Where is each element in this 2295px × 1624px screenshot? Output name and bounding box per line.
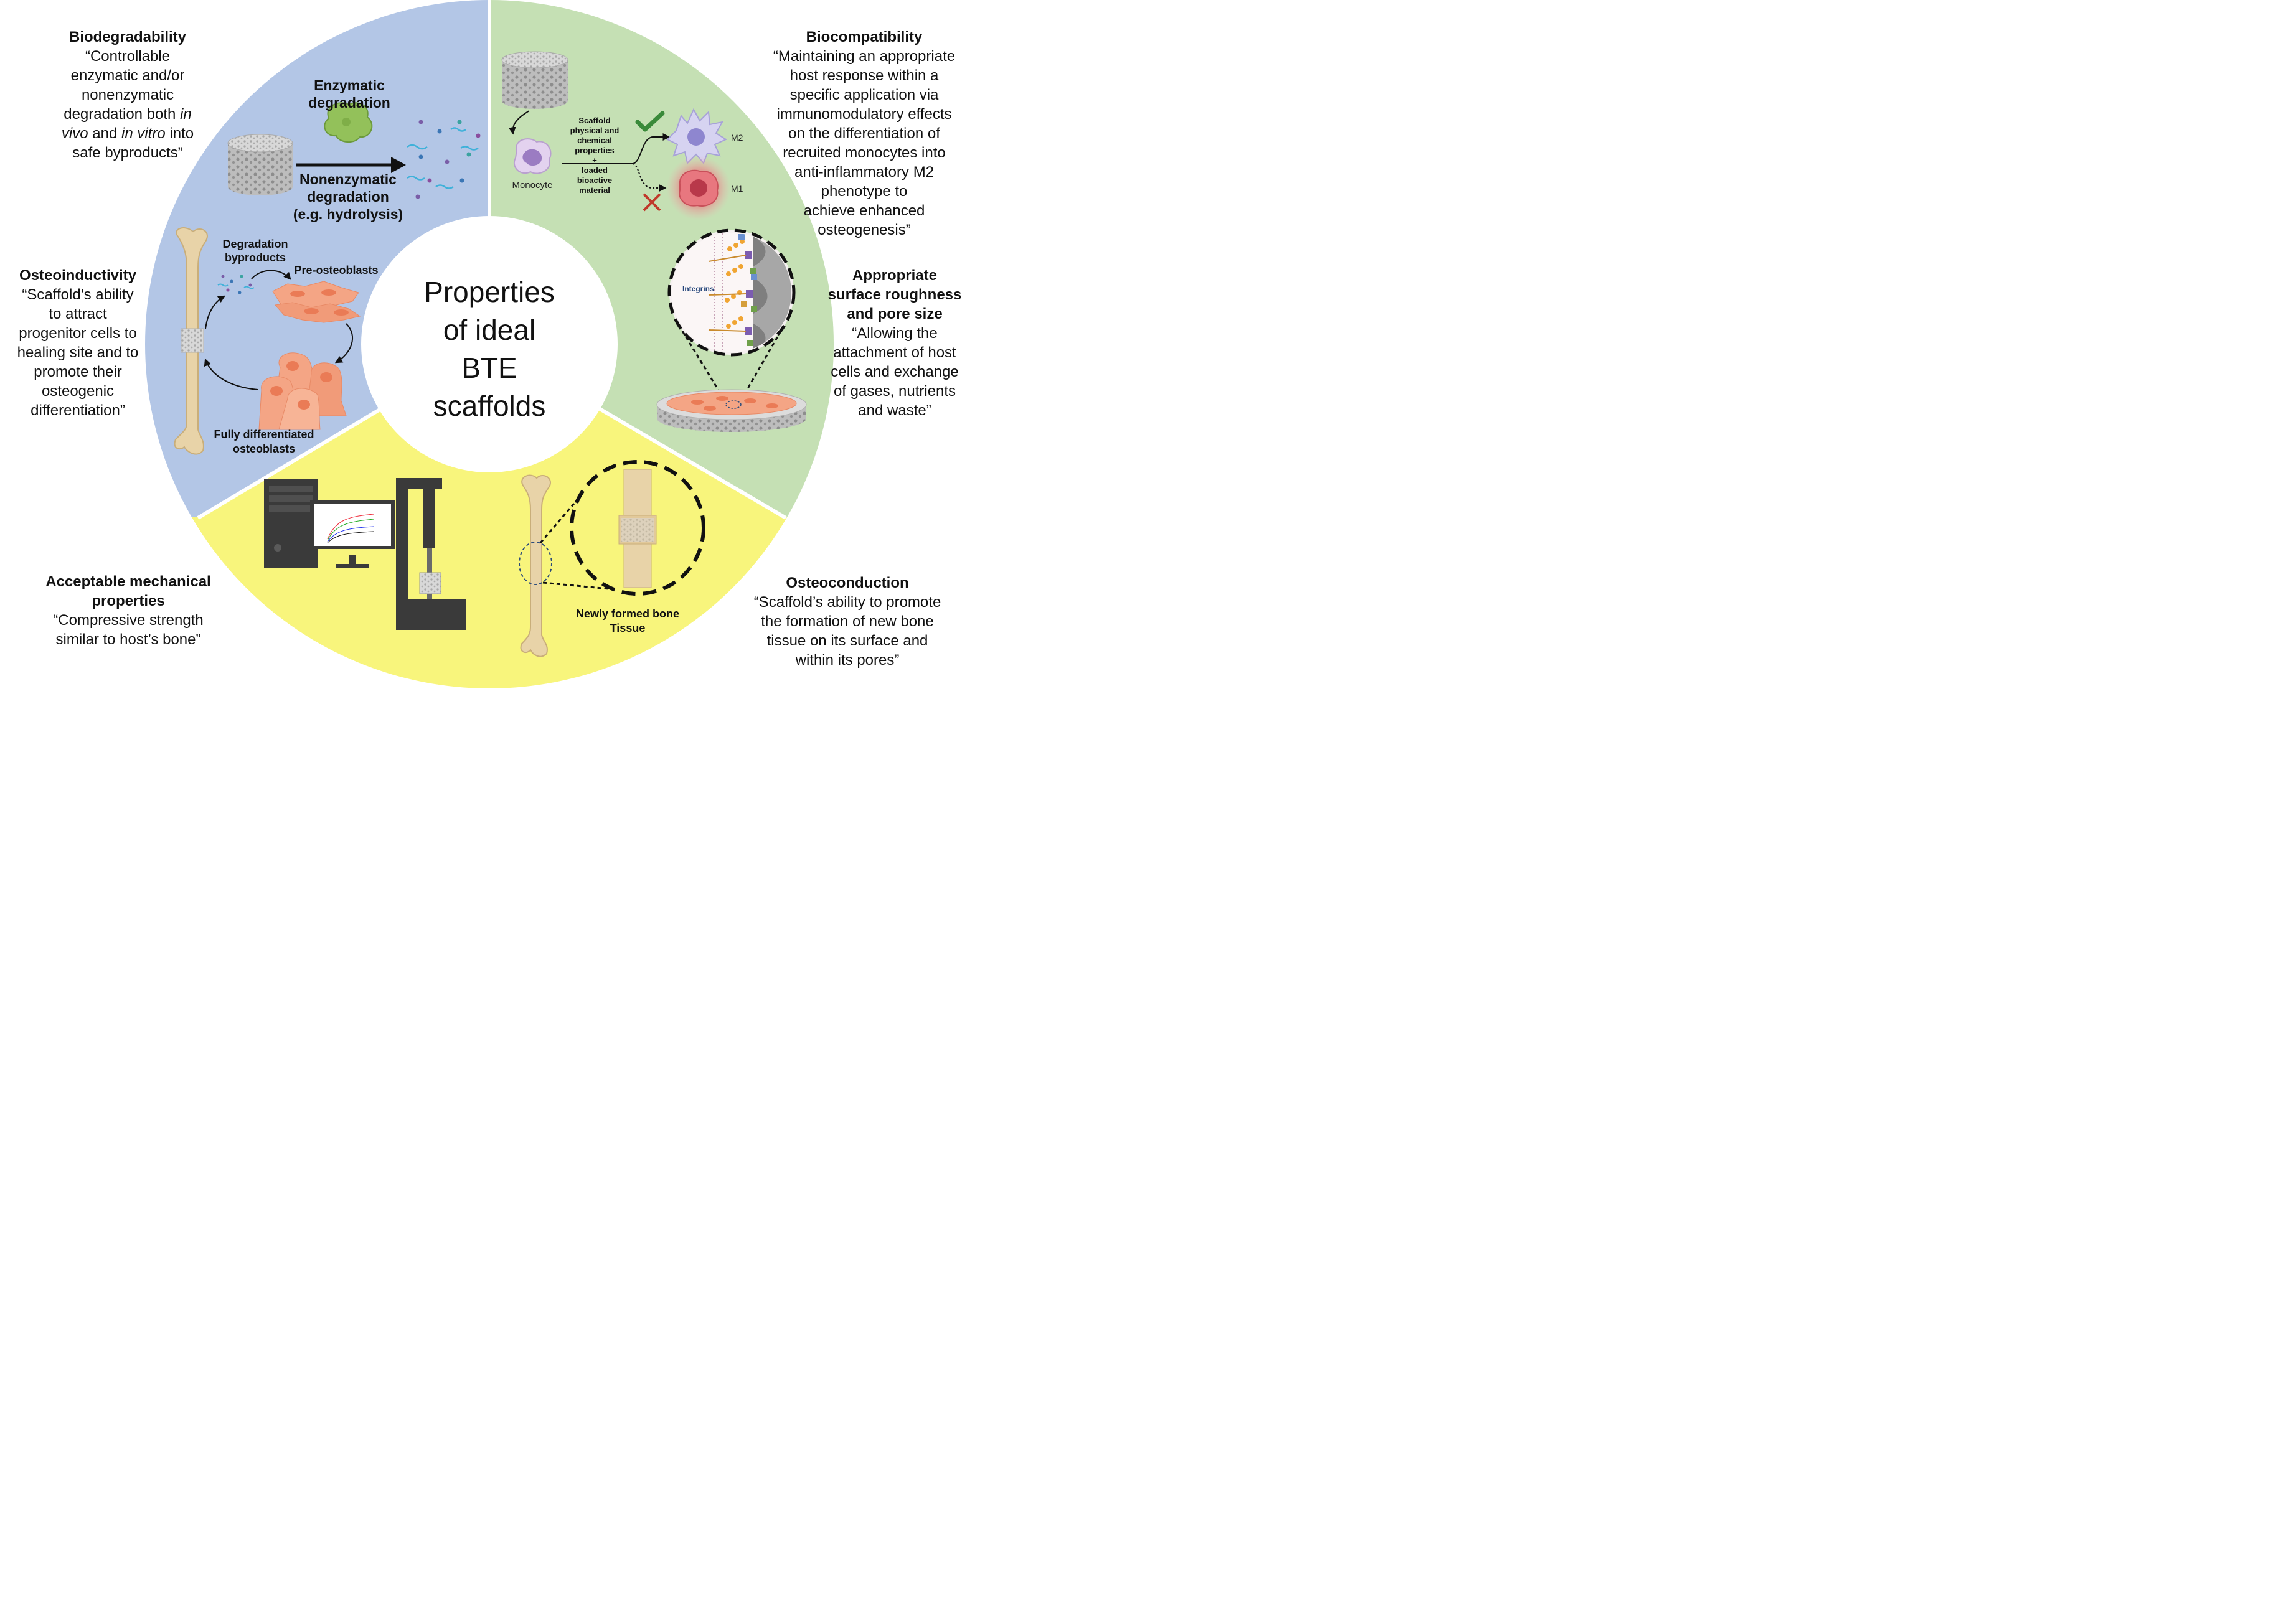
scaffold-cylinder-green [501, 51, 568, 109]
scaffold-disk [656, 389, 807, 432]
mechanical-annotation: Acceptable mechanical properties “Compre… [29, 572, 228, 649]
degradation-panel: Enzymatic degradation Nonenzymatic degra… [227, 77, 481, 222]
roughness-body: “Allowing the attachment of host cells a… [831, 325, 959, 419]
check-icon [635, 111, 665, 132]
condition-line-5: + [592, 156, 597, 165]
osteoconduction-annotation: Osteoconduction “Scaffold’s ability to p… [733, 573, 961, 670]
osteoinductivity-annotation: Osteoinductivity “Scaffold’s ability to … [0, 266, 156, 420]
nonenzymatic-label-2: degradation [307, 189, 389, 205]
integrins-label: Integrins [682, 284, 714, 293]
small-byproducts [217, 275, 255, 294]
biodegradability-annotation: Biodegradability “Controllable enzymatic… [40, 27, 215, 162]
immune-panel: Monocyte Scaffold physical and chemical … [501, 51, 743, 220]
properties-diagram: Properties of ideal BTE scaffolds Enzyma… [145, 0, 834, 688]
pre-osteoblast-cells [272, 281, 361, 323]
osteoconduction-title: Osteoconduction [786, 575, 909, 591]
roughness-annotation: Appropriate surface roughness and pore s… [814, 266, 975, 420]
enzyme-icon [324, 102, 373, 143]
degradation-arrow [391, 157, 406, 173]
biodegradability-title: Biodegradability [68, 29, 187, 45]
center-title-3: BTE [461, 352, 517, 384]
newly-formed-bone-label-2: Tissue [610, 622, 646, 634]
scaffold-cylinder [227, 134, 293, 195]
degradation-byproducts-label-2: byproducts [225, 251, 286, 264]
center-title-4: scaffolds [433, 390, 546, 422]
degradation-byproducts-label-1: Degradation [222, 238, 288, 250]
integrins-panel: Integrins [656, 228, 807, 432]
pre-osteoblasts-label: Pre-osteoblasts [294, 264, 378, 276]
nonenzymatic-label-1: Nonenzymatic [299, 171, 397, 187]
biodegradability-body: “Controllable enzymatic and/or nonenzyma… [61, 48, 194, 161]
nonenzymatic-label-3: (e.g. hydrolysis) [293, 206, 403, 222]
condition-line-6: loaded [582, 166, 608, 175]
cross-icon [643, 193, 661, 212]
osteoconduction-body: “Scaffold’s ability to promote the forma… [753, 594, 941, 669]
condition-line-7: bioactive [577, 176, 612, 185]
testing-machine [396, 478, 466, 630]
byproducts-particles [407, 120, 481, 199]
condition-line-2: physical and [570, 126, 620, 135]
biocompatibility-title: Biocompatibility [806, 29, 923, 45]
biocompatibility-body: “Maintaining an appropriate host respons… [773, 48, 956, 238]
biocompatibility-annotation: Biocompatibility “Maintaining an appropr… [755, 27, 974, 240]
condition-line-8: material [579, 185, 610, 195]
osteoinductivity-title: Osteoinductivity [19, 267, 137, 284]
condition-line-1: Scaffold [578, 116, 610, 125]
condition-line-3: chemical [577, 136, 612, 145]
m2-label: M2 [731, 133, 743, 143]
center-circle [361, 216, 618, 472]
condition-line-4: properties [575, 146, 615, 155]
bone-panel: Newly formed bone Tissue [519, 460, 705, 657]
computer-tower [264, 479, 318, 568]
monocyte-label: Monocyte [512, 180, 552, 190]
osteoinductivity-body: “Scaffold’s ability to attract progenito… [17, 286, 139, 419]
m2-macrophage [666, 108, 728, 164]
fully-differentiated-label-2: osteoblasts [233, 443, 295, 455]
osteoinduction-panel: Degradation byproducts Pre-osteoblasts [174, 227, 379, 455]
monocyte-cell [514, 138, 552, 174]
mechanical-title: Acceptable mechanical properties [45, 573, 211, 609]
m1-label: M1 [731, 184, 743, 194]
mechanical-body: “Compressive strength similar to host’s … [53, 612, 204, 648]
roughness-title: Appropriate surface roughness and pore s… [827, 267, 962, 322]
mechanical-panel [264, 478, 466, 630]
m1-macrophage [666, 156, 731, 220]
femur-bone [174, 227, 208, 455]
center-title-2: of ideal [443, 314, 535, 346]
monitor [310, 500, 395, 568]
enzymatic-label-2: degradation [308, 95, 390, 111]
center-title-1: Properties [424, 276, 555, 308]
fully-differentiated-label-1: Fully differentiated [214, 428, 314, 441]
newly-formed-bone-label-1: Newly formed bone [576, 608, 679, 620]
osteoblast-cells [258, 352, 347, 430]
enzymatic-label-1: Enzymatic [314, 77, 385, 93]
